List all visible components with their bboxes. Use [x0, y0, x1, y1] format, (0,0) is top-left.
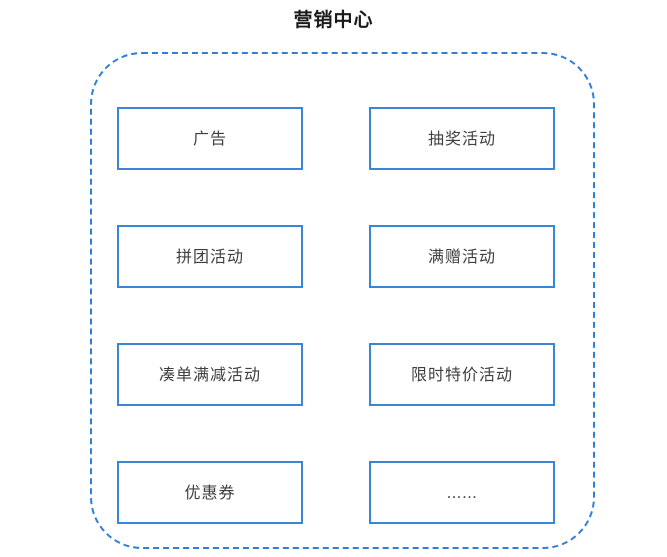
- page-title: 营销中心: [293, 9, 374, 31]
- module-box-group-buying-activity[interactable]: 拼团活动: [117, 225, 303, 288]
- module-box-lottery-activity[interactable]: 抽奖活动: [369, 107, 555, 170]
- module-box-order-combine-discount-activity[interactable]: 凑单满减活动: [117, 343, 303, 406]
- module-label-advertisement: 广告: [192, 128, 227, 148]
- module-box-full-gift-activity[interactable]: 满赠活动: [369, 225, 555, 288]
- module-grid: 广告 抽奖活动 拼团活动 满赠活动 凑单满减活动 限时特价活动 优惠券 ……: [117, 107, 555, 525]
- module-label-more-ellipsis: ……: [446, 483, 478, 502]
- module-label-group-buying-activity: 拼团活动: [175, 246, 244, 266]
- module-label-full-gift-activity: 满赠活动: [427, 246, 496, 266]
- marketing-center-container: [90, 52, 595, 549]
- module-box-coupon[interactable]: 优惠券: [117, 461, 303, 524]
- module-label-order-combine-discount-activity: 凑单满减活动: [158, 364, 261, 384]
- module-box-limited-time-special-activity[interactable]: 限时特价活动: [369, 343, 555, 406]
- module-box-more-ellipsis[interactable]: ……: [369, 461, 555, 524]
- module-label-lottery-activity: 抽奖活动: [427, 128, 496, 148]
- module-label-limited-time-special-activity: 限时特价活动: [410, 364, 513, 384]
- module-label-coupon: 优惠券: [184, 482, 236, 502]
- module-box-advertisement[interactable]: 广告: [117, 107, 303, 170]
